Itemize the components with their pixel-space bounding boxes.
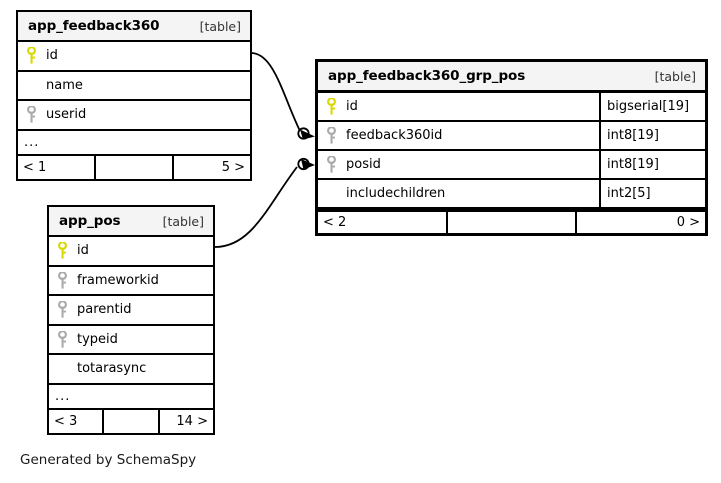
column-name-typeid: typeid: [77, 331, 118, 347]
table-header-app_feedback360_grp_pos: app_feedback360_grp_pos [table]: [318, 62, 705, 93]
column-row-id[interactable]: id: [49, 237, 213, 267]
generated-by-caption: Generated by SchemaSpy: [20, 452, 197, 468]
column-name-frameworkid: frameworkid: [77, 272, 159, 288]
column-type-id: bigserial[19]: [599, 93, 705, 120]
footer-parents-count[interactable]: < 2: [318, 212, 448, 233]
column-row-totarasync[interactable]: totarasync: [49, 355, 213, 385]
more-columns-indicator[interactable]: ...: [49, 385, 213, 410]
footer-parents-count[interactable]: < 3: [49, 409, 105, 433]
table-tag-app_pos: [table]: [162, 213, 204, 229]
column-row-feedback360id[interactable]: feedback360id int8[19]: [318, 122, 705, 151]
column-name-name: name: [46, 77, 83, 93]
column-name-id: id: [77, 243, 89, 259]
table-header-app_pos: app_pos [table]: [49, 207, 213, 237]
footer-children-count[interactable]: 0 >: [676, 215, 701, 230]
column-row-parentid[interactable]: parentid: [49, 296, 213, 326]
column-type-posid: int8[19]: [599, 151, 705, 178]
table-tag-app_feedback360: [table]: [199, 18, 241, 34]
table-title-app_pos: app_pos: [59, 213, 121, 229]
foreign-key-icon: [18, 106, 44, 123]
foreign-key-icon: [49, 271, 75, 289]
column-row-frameworkid[interactable]: frameworkid: [49, 267, 213, 296]
column-type-feedback360id: int8[19]: [599, 122, 705, 149]
column-row-includechildren[interactable]: includechildren int2[5]: [318, 180, 705, 209]
table-tag-app_feedback360_grp_pos: [table]: [654, 68, 696, 84]
primary-key-icon: [318, 98, 344, 115]
column-name-id: id: [46, 48, 58, 64]
footer-parents-count[interactable]: < 1: [18, 155, 96, 179]
table-footer-app_pos: < 3 14 >: [49, 409, 213, 433]
table-app_feedback360_grp_pos[interactable]: app_feedback360_grp_pos [table] id bigse…: [315, 59, 708, 236]
footer-middle-cell: [448, 212, 578, 233]
table-footer-app_feedback360_grp_pos: < 2 0 >: [318, 209, 705, 233]
table-app_feedback360[interactable]: app_feedback360 [table] id name: [16, 10, 252, 181]
column-row-id[interactable]: id bigserial[19]: [318, 93, 705, 122]
foreign-key-icon: [318, 127, 344, 144]
footer-middle-cell: [104, 409, 160, 433]
foreign-key-icon: [318, 156, 344, 173]
column-row-userid[interactable]: userid: [18, 101, 250, 131]
column-name-includechildren: includechildren: [346, 186, 446, 201]
table-title-app_feedback360: app_feedback360: [28, 18, 160, 34]
table-app_pos[interactable]: app_pos [table] id frameworkid: [47, 205, 215, 435]
foreign-key-icon: [49, 301, 75, 318]
relationship-arrow-posid: [301, 159, 315, 170]
column-name-userid: userid: [46, 107, 87, 123]
relationship-circle-feedback360id: [297, 127, 310, 140]
footer-children-count[interactable]: 5 >: [221, 159, 245, 175]
column-name-feedback360id: feedback360id: [346, 128, 443, 143]
foreign-key-icon: [49, 330, 75, 348]
column-row-name[interactable]: name: [18, 72, 250, 101]
relationship-line-feedback360id: [250, 52, 301, 132]
column-name-parentid: parentid: [77, 302, 132, 318]
column-name-totarasync: totarasync: [77, 361, 147, 377]
column-name-id: id: [346, 99, 358, 114]
more-columns-indicator[interactable]: ...: [18, 131, 250, 156]
column-name-posid: posid: [346, 157, 381, 172]
column-row-id[interactable]: id: [18, 42, 250, 72]
relationship-arrow-feedback360id: [300, 129, 315, 140]
table-header-app_feedback360: app_feedback360 [table]: [18, 12, 250, 42]
footer-middle-cell: [96, 155, 174, 179]
column-row-typeid[interactable]: typeid: [49, 326, 213, 355]
primary-key-icon: [49, 242, 75, 259]
table-title-app_feedback360_grp_pos: app_feedback360_grp_pos: [328, 68, 526, 84]
footer-children-count[interactable]: 14 >: [176, 413, 208, 429]
relationship-circle-posid: [297, 157, 310, 171]
column-type-includechildren: int2[5]: [599, 180, 705, 207]
column-row-posid[interactable]: posid int8[19]: [318, 151, 705, 180]
primary-key-icon: [18, 47, 44, 64]
table-footer-app_feedback360: < 1 5 >: [18, 155, 250, 179]
